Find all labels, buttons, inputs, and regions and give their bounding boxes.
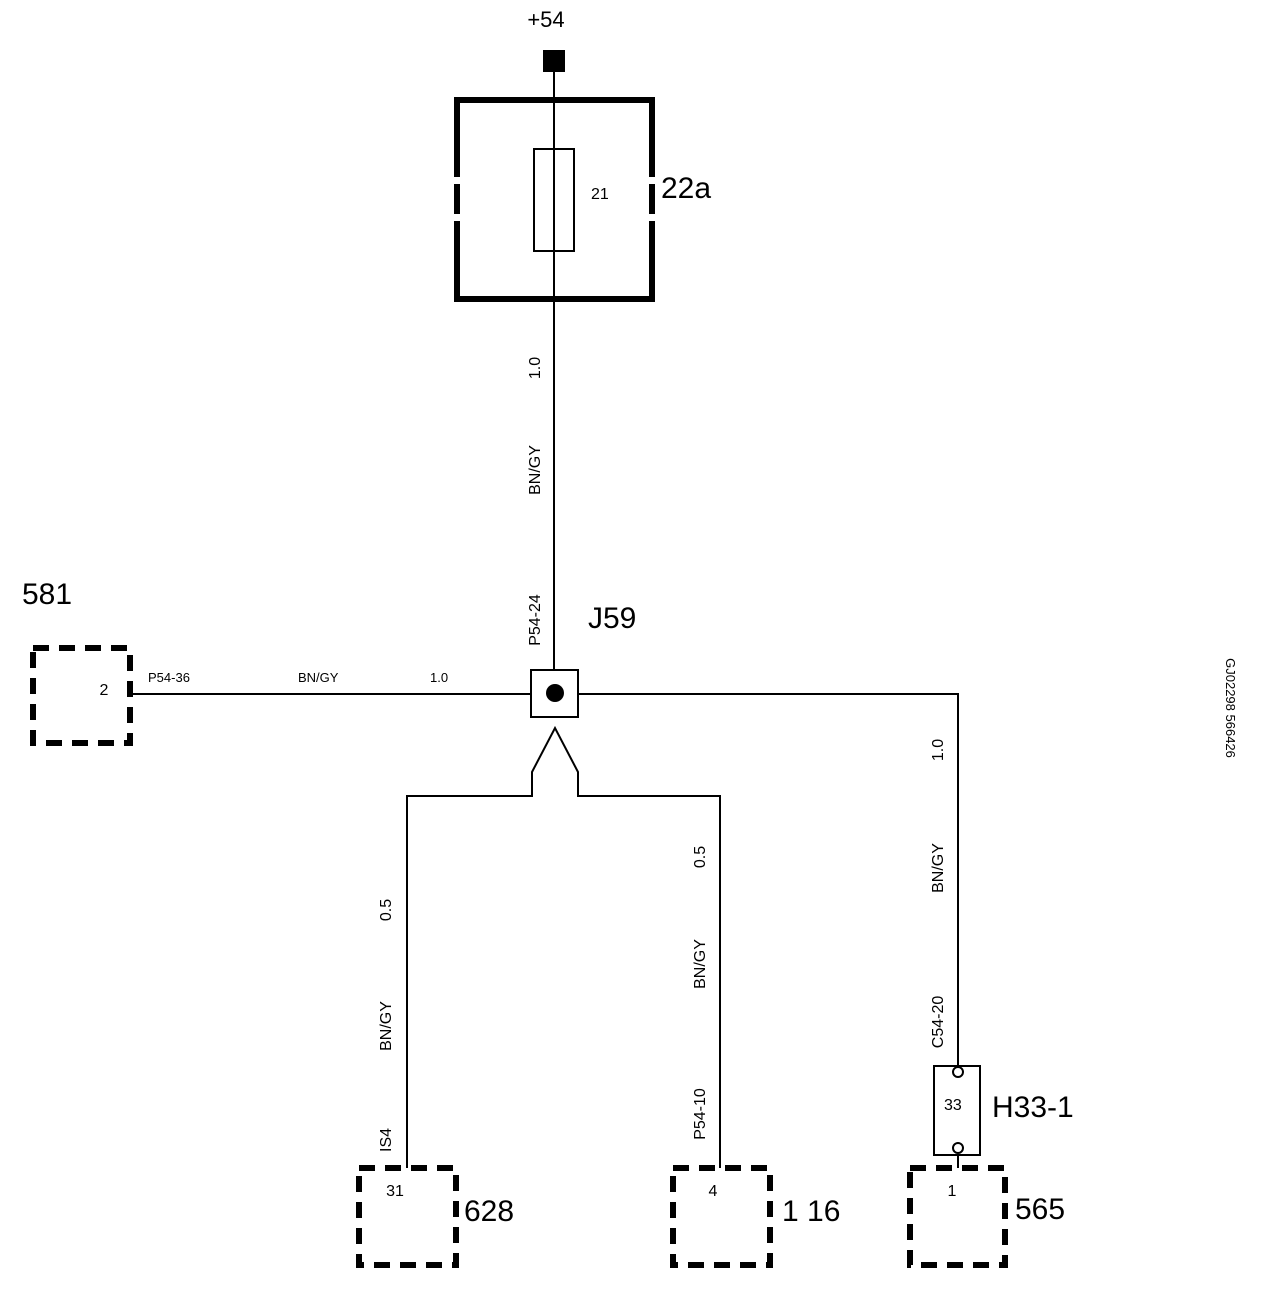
- connector-581-box: [30, 645, 133, 746]
- connector-116-label: 1 16: [782, 1195, 840, 1228]
- wire-628-pin-label: IS4: [378, 1128, 395, 1152]
- wire-116-gauge: 0.5: [692, 846, 709, 868]
- connector-628-box: [356, 1165, 459, 1268]
- connector-116-pin: 4: [709, 1183, 718, 1200]
- wire-581-color: BN/GY: [298, 670, 339, 685]
- junction-label: J59: [588, 602, 636, 635]
- connector-565-pin: 1: [948, 1183, 957, 1200]
- wire-116-pin-label: P54-10: [692, 1088, 709, 1140]
- drawing-id: GJ02298 566426: [1223, 658, 1238, 758]
- connector-116-box: [670, 1165, 773, 1268]
- connector-h33-pin: 33: [944, 1097, 962, 1114]
- wire-565-color: BN/GY: [930, 843, 947, 893]
- wire-116-color: BN/GY: [692, 939, 709, 989]
- connector-565-box: [907, 1165, 1008, 1268]
- connector-h33-pin-top: [952, 1066, 964, 1078]
- wire-581-gauge: 1.0: [430, 670, 448, 685]
- fuse-number: 21: [591, 186, 609, 203]
- supply-terminal: [543, 50, 565, 72]
- wire-565-gauge: 1.0: [930, 739, 947, 761]
- junction-node: [546, 684, 564, 702]
- connector-581-pin-label: P54-36: [148, 670, 190, 685]
- connector-581-pin: 2: [100, 682, 109, 699]
- wire-628-color: BN/GY: [378, 1001, 395, 1051]
- connector-h33-label: H33-1: [992, 1091, 1074, 1124]
- connector-628-pin: 31: [386, 1183, 404, 1200]
- fuse-box-label: 22a: [661, 172, 711, 205]
- connector-581-label: 581: [22, 578, 72, 611]
- fuse-box-22a: [454, 97, 655, 302]
- wire-565: [578, 693, 959, 1066]
- connector-628-label: 628: [464, 1195, 514, 1228]
- supply-label: +54: [527, 7, 564, 32]
- connector-565-label: 565: [1015, 1193, 1065, 1226]
- wire-628-gauge: 0.5: [378, 899, 395, 921]
- wire-top-gauge: 1.0: [527, 357, 544, 379]
- wire-565-pin-label: C54-20: [930, 996, 947, 1049]
- connector-h33-pin-bottom: [952, 1142, 964, 1154]
- wire-top-color: BN/GY: [527, 445, 544, 495]
- connector-h33-box: [933, 1065, 981, 1156]
- junction-pin-label: P54-24: [527, 594, 544, 646]
- splice-fork: [406, 725, 721, 1168]
